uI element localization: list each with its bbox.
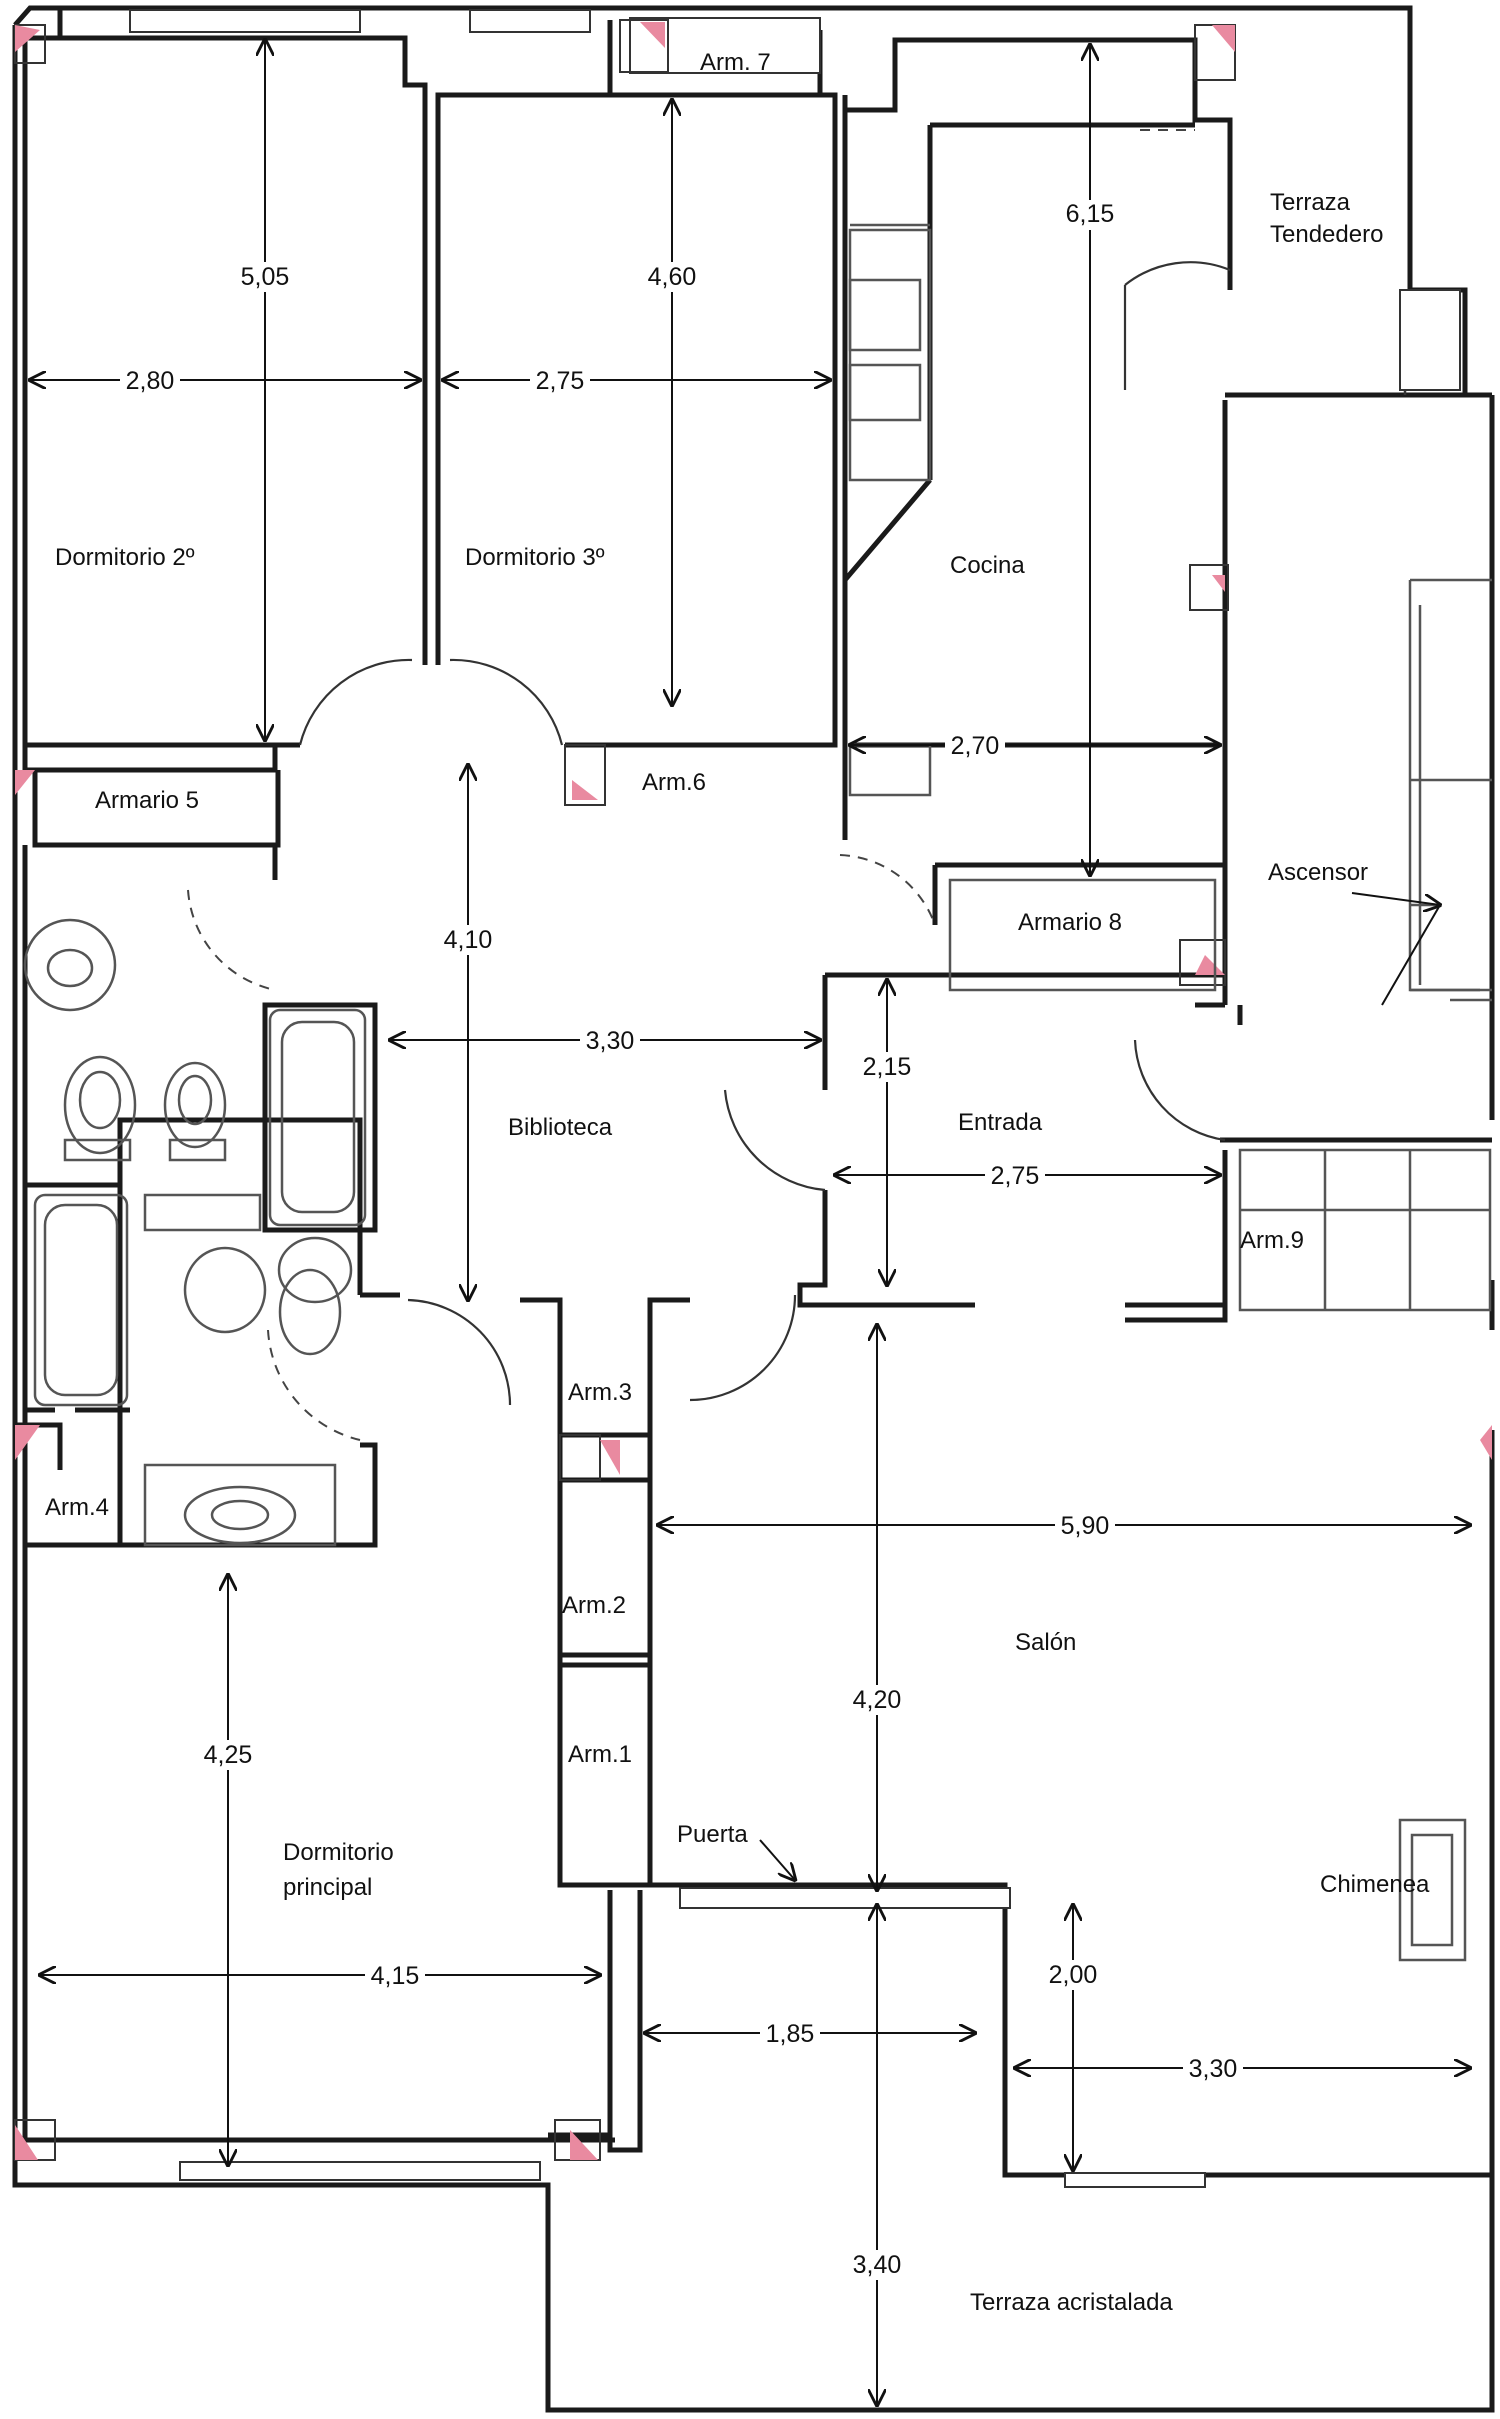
structural-columns (14, 19, 1492, 2161)
dim-biblioteca-length: 4,10 (444, 926, 493, 954)
room-label-entrada: Entrada (958, 1109, 1043, 1136)
dim-cocina-length: 6,15 (1066, 200, 1115, 228)
dim-salon-bay-width: 3,30 (1189, 2055, 1238, 2083)
dim-dorm-principal-width: 4,15 (371, 1962, 420, 1990)
room-label-terraza-acristalada: Terraza acristalada (970, 2289, 1173, 2316)
interior-walls (15, 10, 1492, 2178)
room-labels: Dormitorio 2º Dormitorio 3º Arm. 7 Cocin… (45, 49, 1430, 2316)
room-label-dormitorio-principal-1: Dormitorio (283, 1839, 394, 1866)
dim-dorm3-width: 2,75 (536, 367, 585, 395)
dim-dorm3-length: 4,60 (648, 263, 697, 291)
room-label-armario-8: Armario 8 (1018, 909, 1122, 936)
dim-dorm2-length: 5,05 (241, 263, 290, 291)
room-label-terraza-tendedero-2: Tendedero (1270, 221, 1383, 248)
room-label-arm-2: Arm.2 (562, 1592, 626, 1619)
room-label-cocina: Cocina (950, 552, 1025, 579)
dim-salon-length: 4,20 (853, 1686, 902, 1714)
room-label-salon: Salón (1015, 1629, 1076, 1656)
room-label-dormitorio-3: Dormitorio 3º (465, 544, 605, 571)
room-label-puerta: Puerta (677, 1821, 748, 1848)
dimension-lines (30, 40, 1470, 2405)
room-label-biblioteca: Biblioteca (508, 1114, 613, 1141)
dim-biblioteca-width: 3,30 (586, 1027, 635, 1055)
dim-dorm2-width: 2,80 (126, 367, 175, 395)
room-label-arm-3: Arm.3 (568, 1379, 632, 1406)
room-label-arm-6: Arm.6 (642, 769, 706, 796)
doors (187, 129, 1231, 1441)
dimension-labels: 5,05 2,80 4,60 2,75 6,15 2,70 4,10 3,30 … (120, 200, 1243, 2280)
dim-dorm-principal-length: 4,25 (204, 1741, 253, 1769)
windows (129, 9, 1461, 2188)
dim-cocina-width: 2,70 (951, 732, 1000, 760)
room-label-dormitorio-2: Dormitorio 2º (55, 544, 195, 571)
room-label-arm-1: Arm.1 (568, 1741, 632, 1768)
dim-salon-bay-length: 2,00 (1049, 1961, 1098, 1989)
dim-salon-width: 5,90 (1061, 1512, 1110, 1540)
room-label-ascensor: Ascensor (1268, 859, 1368, 886)
dim-terraza-width: 1,85 (766, 2020, 815, 2048)
dim-terraza-depth: 3,40 (853, 2251, 902, 2279)
dim-entrada-width: 2,75 (991, 1162, 1040, 1190)
room-label-dormitorio-principal-2: principal (283, 1874, 372, 1901)
room-label-arm-4: Arm.4 (45, 1494, 109, 1521)
room-label-chimenea: Chimenea (1320, 1871, 1430, 1898)
room-label-arm-9: Arm.9 (1240, 1227, 1304, 1254)
fixtures (23, 223, 1492, 1962)
room-label-armario-5: Armario 5 (95, 787, 199, 814)
room-label-arm-7: Arm. 7 (700, 49, 771, 76)
room-label-terraza-tendedero-1: Terraza (1270, 189, 1351, 216)
dim-entrada-length: 2,15 (863, 1053, 912, 1081)
